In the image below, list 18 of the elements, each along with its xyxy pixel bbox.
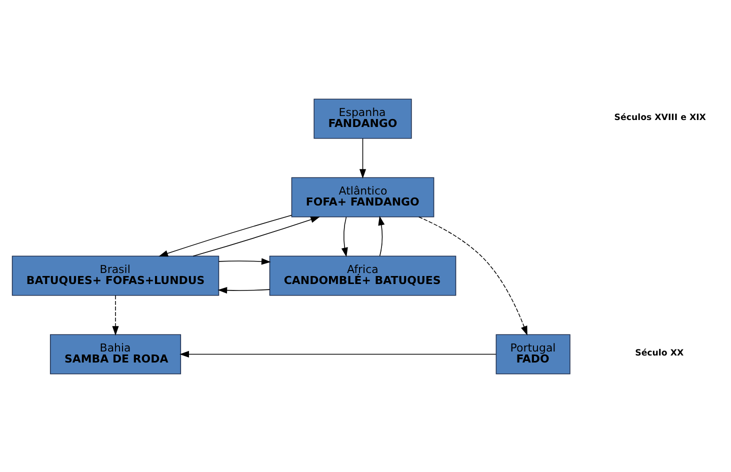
node-box: Atlântico FOFA+ FANDANGO [291, 176, 434, 217]
node-box: Portugal FADO [496, 334, 570, 374]
label: Século XX [635, 348, 684, 358]
arrow [192, 216, 320, 256]
node-box: Espanha FANDANGO [314, 98, 412, 138]
arrow [378, 215, 385, 256]
arrow [112, 294, 119, 336]
node-box: Africa CANDOMBLÉ+ BATUQUES [269, 255, 456, 296]
node-box: Bahia SAMBA DE RODA [50, 334, 182, 374]
arrow [218, 286, 270, 294]
arrow [158, 214, 292, 256]
arrow [341, 216, 348, 257]
arrow [359, 138, 366, 178]
arrow [180, 350, 496, 358]
arrow [418, 216, 528, 336]
arrow [218, 258, 271, 264]
label: Séculos XVIII e XIX [614, 112, 706, 123]
node-box: Brasil BATUQUES+ FOFAS+LUNDUS [12, 255, 220, 296]
